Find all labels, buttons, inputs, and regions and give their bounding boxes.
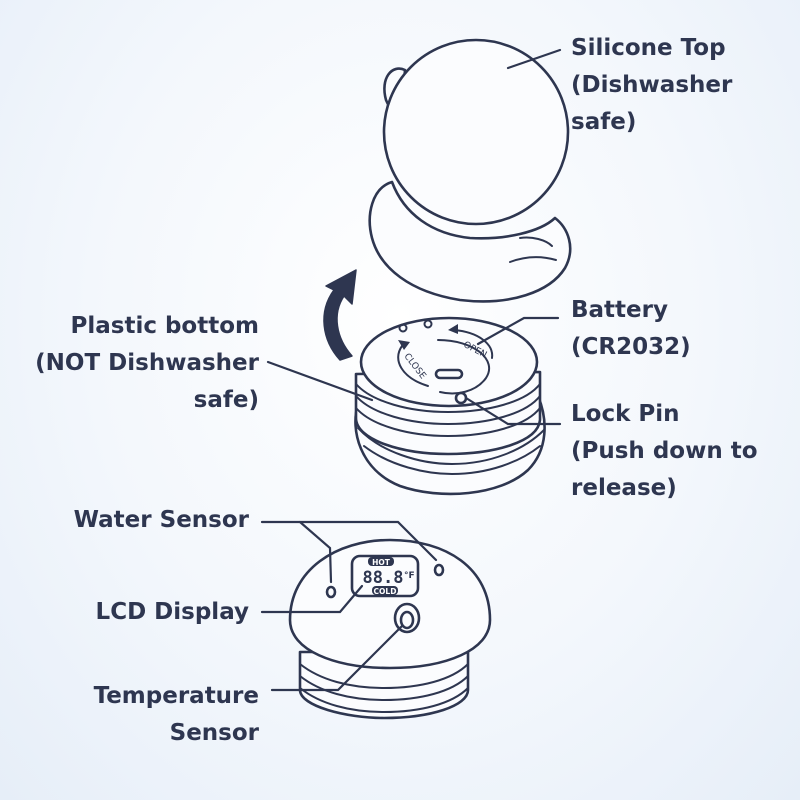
plastic-bottom-callout-line — [266, 360, 374, 402]
lcd-display-callout-line — [260, 584, 364, 614]
thread-line — [355, 407, 541, 438]
sensor-threads — [298, 650, 470, 720]
plastic-bottom-ring — [357, 427, 545, 466]
plastic-bottom: OPEN CLOSE — [266, 316, 562, 496]
battery-cover — [359, 316, 539, 408]
battery-callout-line — [476, 316, 560, 346]
silicone-top-head — [382, 38, 570, 226]
label-lcd-display: LCD Display — [95, 599, 249, 625]
lock-pin-callout-line — [464, 396, 562, 426]
silicone-top-body — [368, 180, 572, 303]
thread-line — [299, 687, 469, 714]
label-plastic-bottom: Plastic bottom (NOT Dishwasher safe) — [35, 313, 259, 413]
plastic-bottom-ring — [363, 445, 541, 476]
close-arc — [397, 345, 429, 387]
thread-line — [355, 395, 541, 426]
lock-pin — [454, 391, 468, 405]
water-sensor-pin — [433, 563, 445, 577]
label-water-sensor: Water Sensor — [73, 507, 249, 533]
lcd-cold-tag — [372, 586, 398, 595]
lcd-digits: 88.8 — [363, 568, 404, 588]
battery-slot-outline — [437, 339, 491, 395]
battery-slot — [434, 368, 464, 380]
thread-line — [355, 383, 541, 414]
temperature-sensor-callout-line — [270, 624, 404, 692]
lcd-display — [350, 554, 420, 598]
battery-cover-hole — [423, 319, 433, 329]
water-sensor-callout-line — [260, 520, 438, 562]
lcd-hot-tag — [368, 557, 394, 566]
label-silicone-top: Silicone Top (Dishwasher safe) — [571, 35, 733, 135]
label-temperature-sensor: Temperature Sensor — [93, 683, 259, 746]
silicone-top — [368, 38, 572, 303]
battery-cover-hole — [398, 323, 408, 333]
sensor-unit: HOT 88.8 °F COLD — [260, 520, 492, 720]
open-arc — [453, 329, 494, 359]
lcd-unit: °F — [404, 571, 415, 581]
label-battery: Battery (CR2032) — [571, 297, 691, 360]
lcd-hot-label: HOT — [372, 558, 391, 567]
label-lock-pin: Lock Pin (Push down to release) — [571, 401, 758, 501]
silicone-top-crease — [509, 256, 557, 263]
temperature-sensor-probe — [399, 610, 415, 630]
silicone-top-crease — [519, 236, 553, 247]
silicone-top-callout-line — [506, 48, 562, 70]
thread-line — [299, 663, 469, 690]
assembly-arrow-icon — [323, 269, 357, 361]
thread-line — [299, 675, 469, 702]
lcd-cold-label: COLD — [374, 587, 397, 596]
water-sensor-callout-line — [298, 520, 333, 584]
water-sensor-pin — [325, 585, 337, 599]
